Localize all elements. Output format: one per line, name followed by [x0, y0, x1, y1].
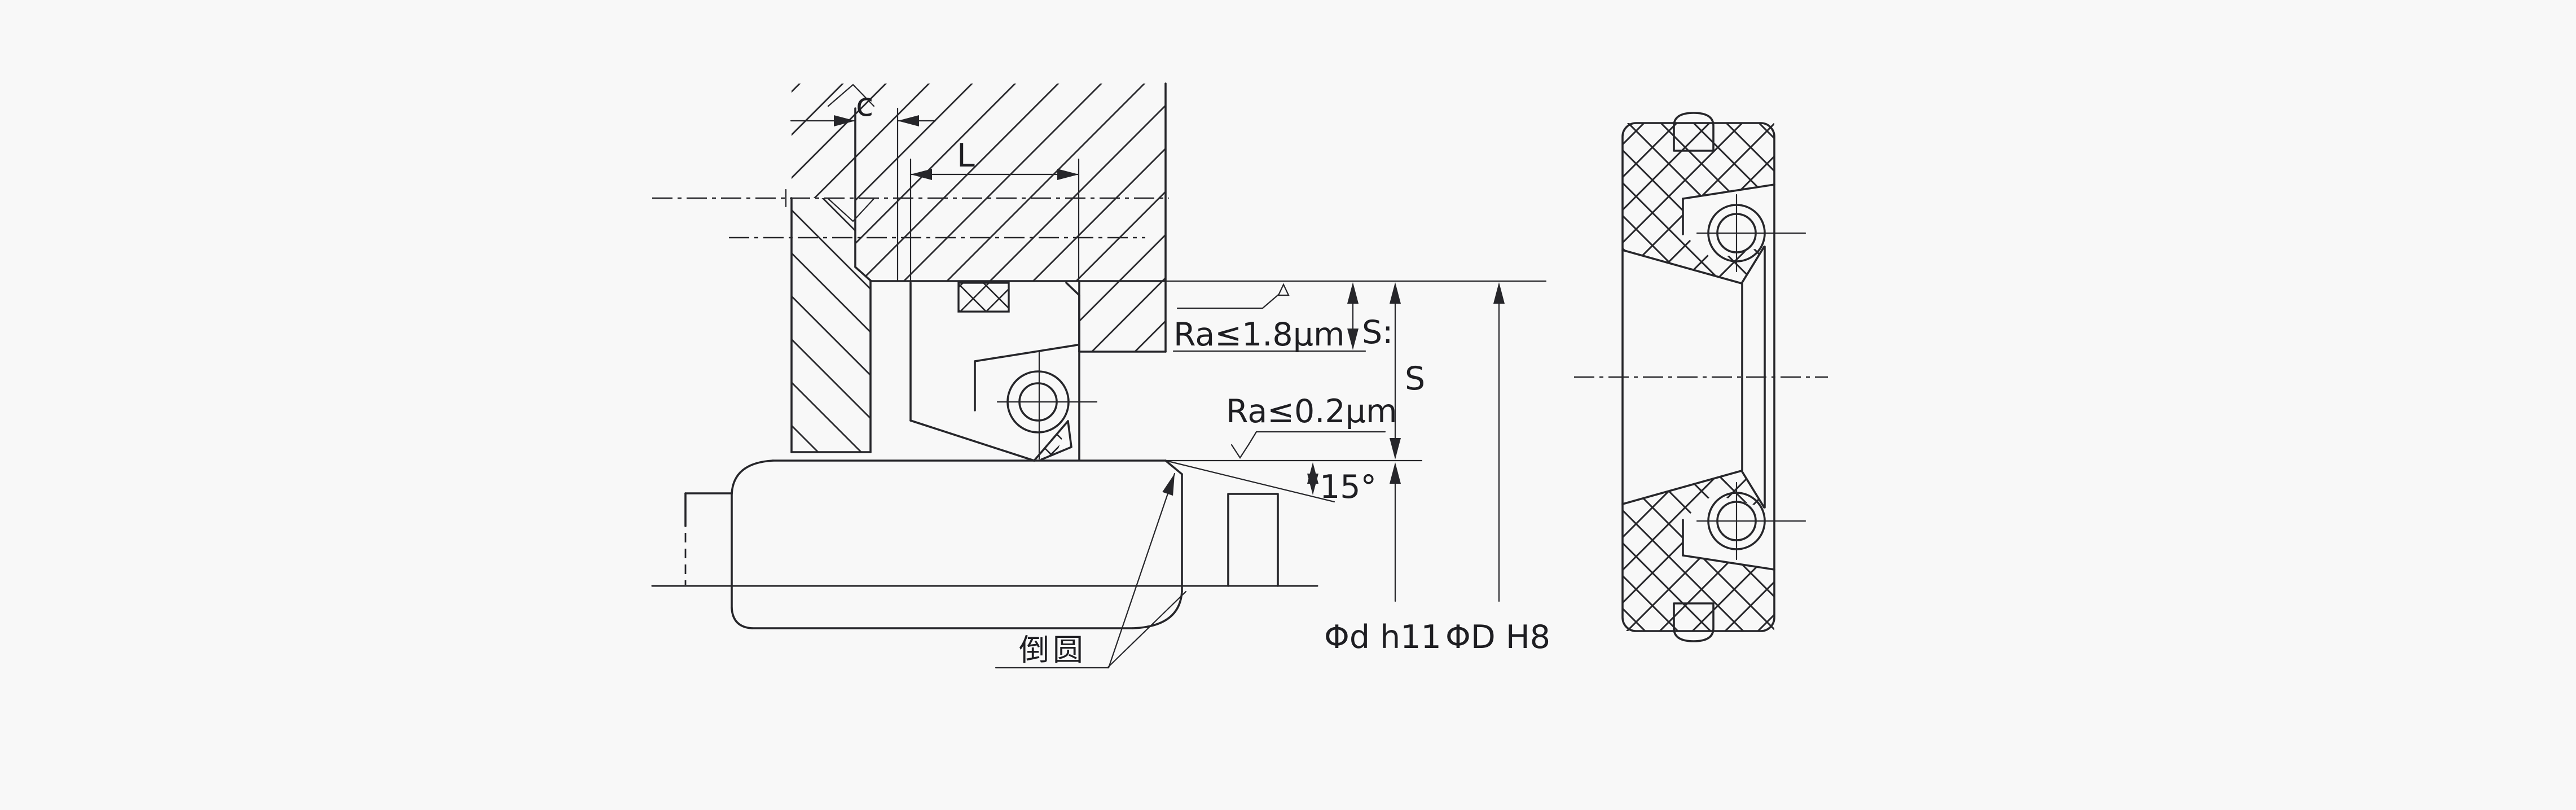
garter-spring-bottom	[1696, 481, 1806, 561]
seal-body-outline	[1621, 122, 1775, 632]
dust-lip	[1040, 420, 1072, 461]
rubber-od-bump	[957, 282, 1010, 313]
shaft-lead-chamfer	[1164, 459, 1183, 475]
surface-finish-icon	[1230, 444, 1250, 459]
dim-s-label: S	[1405, 360, 1425, 397]
spring-groove-top	[974, 344, 1079, 362]
shaft-end-step	[1227, 493, 1279, 587]
dim-l-label: L	[957, 137, 975, 174]
seal-profile-lines	[1621, 183, 1775, 571]
od-bump-bottom	[1673, 602, 1715, 642]
dimensions: c L S: S 15°	[790, 86, 1550, 669]
shaft-outline	[651, 459, 1423, 629]
seal-od-chamfer	[1065, 282, 1080, 296]
oil-seal-section	[909, 282, 1098, 462]
angle-label: 15°	[1320, 469, 1377, 506]
fit-bore-label: ΦD H8	[1445, 619, 1550, 656]
roughness-shaft-label: Ra≤0.2μm	[1226, 393, 1397, 430]
housing-hatch-leg	[792, 198, 871, 452]
fit-shaft-label: Φd h11	[1324, 619, 1441, 656]
right-seal-view	[1574, 112, 1828, 642]
housing-outline	[790, 82, 1547, 453]
chamfer-angle-line	[1164, 459, 1335, 503]
od-bump-top	[1673, 112, 1715, 152]
dim-c-label: c	[856, 86, 873, 124]
housing-hatch-upper	[792, 84, 1166, 352]
rounding-note-label: 倒圆	[1019, 632, 1087, 668]
roughness-bore-label: Ra≤1.8μm	[1173, 316, 1344, 353]
seal-front-cone	[909, 419, 1035, 462]
rubber-body-top-hatch	[1623, 123, 1774, 283]
rubber-body-bottom-hatch	[1623, 471, 1774, 631]
surface-finish-icon	[1277, 283, 1290, 296]
garter-spring-top	[1696, 194, 1806, 273]
left-section-view: c L S: S 15°	[651, 82, 1550, 669]
dim-s1-label: S:	[1362, 314, 1393, 351]
